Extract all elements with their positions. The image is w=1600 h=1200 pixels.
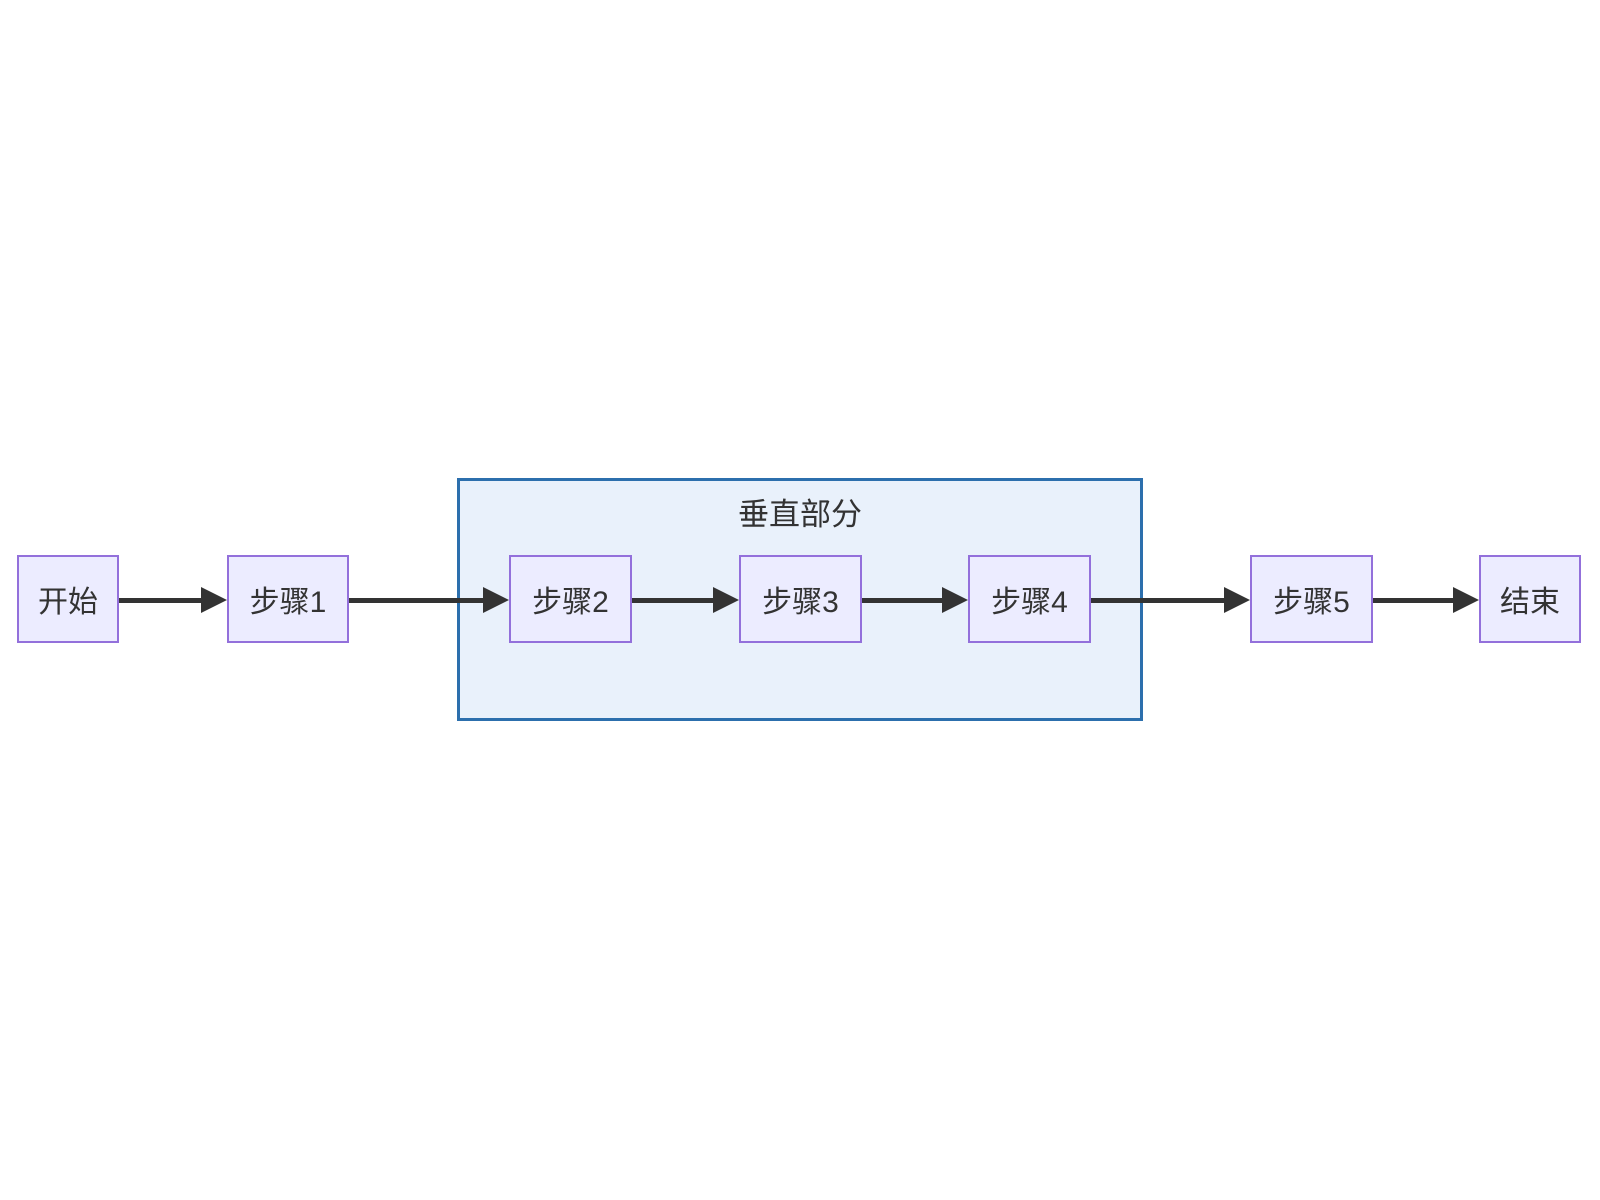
- node-step1: 步骤1: [227, 555, 349, 643]
- edge-step1-step2: [349, 587, 509, 614]
- node-start: 开始: [17, 555, 119, 643]
- node-step2: 步骤2: [509, 555, 632, 643]
- subgraph-label: 垂直部分: [738, 497, 862, 532]
- edge-step5-end: [1373, 587, 1479, 614]
- arrowhead-icon: [942, 587, 968, 613]
- arrowhead-icon: [713, 587, 739, 613]
- node-end: 结束: [1479, 555, 1581, 643]
- edge-step2-step3: [632, 587, 739, 614]
- arrowhead-icon: [1224, 587, 1250, 613]
- edge-start-step1: [119, 587, 227, 614]
- node-step5: 步骤5: [1250, 555, 1373, 643]
- arrowhead-icon: [201, 587, 227, 613]
- node-label: 结束: [1500, 586, 1560, 619]
- node-label: 开始: [38, 586, 98, 619]
- edge-step3-step4: [862, 587, 968, 614]
- edge-line: [1373, 598, 1455, 603]
- edge-line: [119, 598, 203, 603]
- node-label: 步骤5: [1273, 586, 1350, 619]
- edge-line: [862, 598, 944, 603]
- node-label: 步骤1: [249, 586, 327, 619]
- node-step4: 步骤4: [968, 555, 1091, 643]
- node-step3: 步骤3: [739, 555, 862, 643]
- arrowhead-icon: [1453, 587, 1479, 613]
- edge-line: [349, 598, 485, 603]
- edge-line: [632, 598, 715, 603]
- edge-line: [1091, 598, 1226, 603]
- node-label: 步骤3: [762, 586, 839, 619]
- arrowhead-icon: [483, 587, 509, 613]
- node-label: 步骤4: [991, 586, 1068, 619]
- node-label: 步骤2: [532, 586, 609, 619]
- edge-step4-step5: [1091, 587, 1250, 614]
